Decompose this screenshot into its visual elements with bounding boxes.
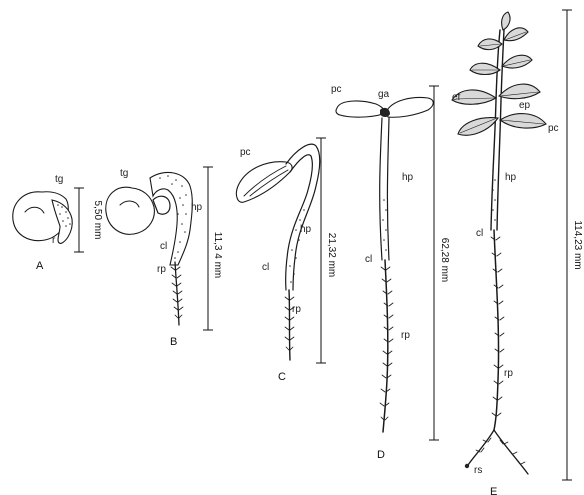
stage-e-label-rp: rp [504, 368, 513, 379]
stage-c-label-hp: hp [300, 224, 312, 235]
stage-e-measurement: 114,23 mm [572, 220, 583, 269]
stage-e-label-cl: cl [476, 228, 483, 239]
stage-d-seedling [336, 98, 433, 432]
stage-c-label-pc: pc [240, 147, 251, 158]
stage-e-seedling [452, 12, 546, 474]
stage-b-id: B [170, 336, 177, 348]
stage-d-label-cl: cl [365, 254, 372, 265]
stage-b-seedling [106, 172, 193, 325]
stage-c-seedling [236, 144, 319, 360]
stage-a-seedling [13, 192, 72, 244]
stage-b-label-rp: rp [157, 264, 166, 275]
stage-e-label-ef: ef [452, 92, 461, 103]
stage-d-measurement: 62,28 mm [439, 238, 450, 282]
stage-e-label-hp: hp [505, 172, 517, 183]
stage-d-id: D [377, 449, 385, 461]
stage-d-label-hp: hp [402, 172, 414, 183]
stage-c-label-rp: rp [292, 304, 301, 315]
stage-d-label-rp: rp [401, 330, 410, 341]
stage-b-label-tg: tg [120, 168, 128, 179]
stage-c-label-cl: cl [262, 262, 269, 273]
stage-a-id: A [36, 260, 44, 272]
stage-e-id: E [490, 486, 497, 495]
stage-b-label-hp: hp [191, 202, 203, 213]
stage-e-label-ep: ep [519, 100, 531, 111]
stage-d-label-pc: pc [331, 84, 342, 95]
stage-e-label-pc: pc [548, 123, 559, 134]
stage-b-label-cl: cl [160, 241, 167, 252]
stage-b-measurement: 11,3 4 mm [212, 232, 223, 279]
stage-a-measurement: 5,50 mm [92, 201, 103, 240]
stage-a-label-tg: tg [55, 174, 63, 185]
stage-c-id: C [278, 371, 286, 383]
stage-c-measurement: 21,32 mm [326, 233, 337, 277]
stage-a-label-r: r [52, 235, 56, 246]
stage-e-label-rs: rs [474, 465, 482, 476]
stage-d-label-ga: ga [378, 89, 390, 100]
